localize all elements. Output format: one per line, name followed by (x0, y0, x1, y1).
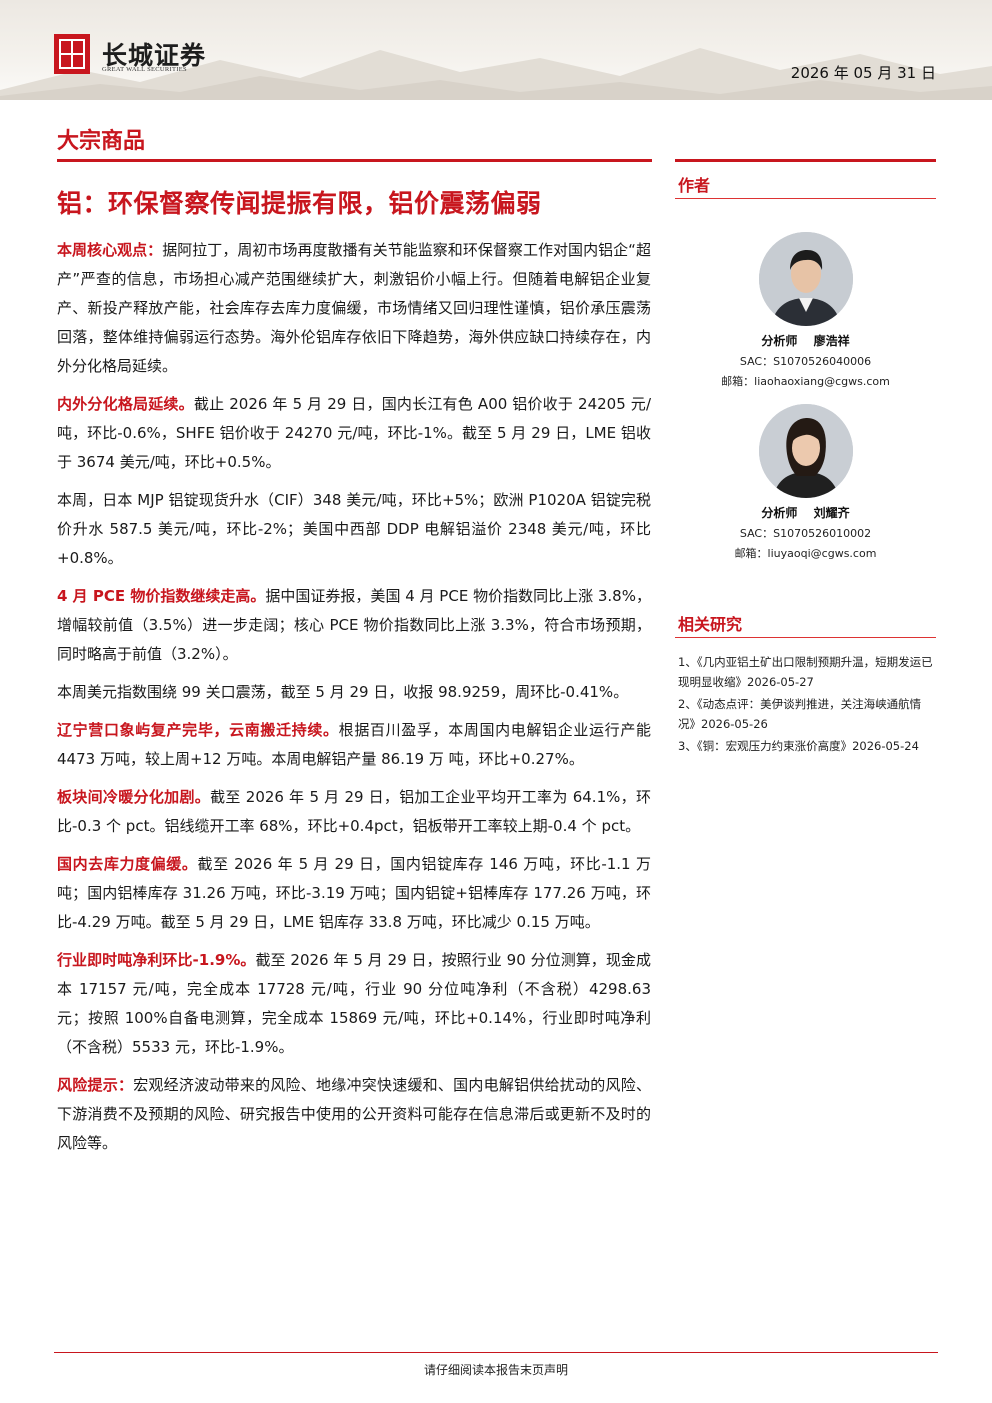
paragraph-lead: 本周核心观点： (57, 241, 163, 259)
report-body: 本周核心观点：据阿拉丁，周初市场再度散播有关节能监察和环保督察工作对国内铝企“超… (57, 236, 651, 1167)
female-avatar-icon (758, 404, 853, 498)
paragraph-text: 截至 2026 年 5 月 29 日，铝加工企业平均开工率为 64.1%，环比-… (57, 788, 651, 835)
related-heading: 相关研究 (678, 615, 743, 634)
related-item[interactable]: 1、《几内亚铝土矿出口限制预期升温，短期发运已现明显收缩》2026-05-27 (678, 655, 933, 689)
paragraph-text: 据中国证券报，美国 4 月 PCE 物价指数同比上涨 3.8%，增幅较前值（3.… (57, 587, 651, 663)
body-paragraph: 内外分化格局延续。截止 2026 年 5 月 29 日，国内长江有色 A00 铝… (57, 390, 651, 477)
authors-divider (675, 198, 936, 199)
footer-disclaimer: 请仔细阅读本报告末页声明 (423, 1363, 568, 1377)
logo-text-cn: 长城证券 (102, 41, 207, 70)
logo-text-en: GREAT WALL SECURITIES (102, 66, 187, 73)
sidebar-top-rule (675, 159, 936, 162)
sidebar: 作者 分析师 廖浩祥 SAC：S1070526040006 邮箱：liaohao… (675, 159, 936, 758)
author-card: 分析师 刘耀齐 SAC：S1070526010002 邮箱：liuyaoqi@c… (675, 404, 936, 561)
body-paragraph: 4 月 PCE 物价指数继续走高。据中国证券报，美国 4 月 PCE 物价指数同… (57, 582, 651, 669)
related-list: 1、《几内亚铝土矿出口限制预期升温，短期发运已现明显收缩》2026-05-27 … (678, 652, 936, 756)
body-paragraph: 本周核心观点：据阿拉丁，周初市场再度散播有关节能监察和环保督察工作对国内铝企“超… (57, 236, 651, 381)
paragraph-text: 据阿拉丁，周初市场再度散播有关节能监察和环保督察工作对国内铝企“超产”严查的信息… (57, 241, 651, 375)
author-name-row: 分析师 廖浩祥 (675, 332, 936, 349)
body-paragraph: 板块间冷暖分化加剧。截至 2026 年 5 月 29 日，铝加工企业平均开工率为… (57, 783, 651, 841)
report-title: 铝：环保督察传闻提振有限，铝价震荡偏弱 (57, 189, 542, 218)
paragraph-text: 宏观经济波动带来的风险、地缘冲突快速缓和、国内电解铝供给扰动的风险、下游消费不及… (57, 1076, 651, 1152)
related-item[interactable]: 2、《动态点评：美伊谈判推进，关注海峡通航情况》2026-05-26 (678, 697, 922, 731)
paragraph-text: 本周美元指数围绕 99 关口震荡，截至 5 月 29 日，收报 98.9259，… (57, 683, 629, 701)
body-paragraph: 本周美元指数围绕 99 关口震荡，截至 5 月 29 日，收报 98.9259，… (57, 678, 651, 707)
paragraph-lead: 国内去库力度偏缓。 (57, 855, 198, 873)
logo-mark-icon (54, 34, 90, 74)
paragraph-text: 截至 2026 年 5 月 29 日，按照行业 90 分位测算，现金成本 171… (57, 951, 651, 1056)
paragraph-lead: 风险提示： (57, 1076, 134, 1094)
paragraph-text: 截至 2026 年 5 月 29 日，国内铝锭库存 146 万吨，环比-1.1 … (57, 855, 651, 931)
company-logo: 长城证券 GREAT WALL SECURITIES (54, 34, 234, 78)
report-date: 2026 年 05 月 31 日 (790, 64, 936, 82)
authors-heading: 作者 (678, 176, 711, 195)
header-banner: 长城证券 GREAT WALL SECURITIES 2026 年 05 月 3… (0, 0, 992, 100)
section-divider (57, 159, 652, 162)
male-avatar-icon (758, 232, 853, 326)
avatar (758, 232, 853, 326)
body-paragraph: 行业即时吨净利环比-1.9%。截至 2026 年 5 月 29 日，按照行业 9… (57, 946, 651, 1062)
author-role: 分析师 (761, 506, 798, 520)
mountain-backdrop (0, 48, 992, 100)
body-paragraph: 本周，日本 MJP 铝锭现货升水（CIF）348 美元/吨，环比+5%；欧洲 P… (57, 486, 651, 573)
avatar (758, 404, 853, 498)
author-role: 分析师 (761, 334, 798, 348)
related-research: 相关研究 1、《几内亚铝土矿出口限制预期升温，短期发运已现明显收缩》2026-0… (675, 611, 936, 756)
author-name: 刘耀齐 (813, 506, 850, 520)
author-name: 廖浩祥 (813, 334, 850, 348)
footer-divider (54, 1352, 938, 1353)
paragraph-lead: 板块间冷暖分化加剧。 (57, 788, 211, 806)
paragraph-text: 本周，日本 MJP 铝锭现货升水（CIF）348 美元/吨，环比+5%；欧洲 P… (57, 491, 651, 567)
paragraph-lead: 内外分化格局延续。 (57, 395, 194, 413)
author-name-row: 分析师 刘耀齐 (675, 504, 936, 521)
author-email: 邮箱：liuyaoqi@cgws.com (734, 547, 877, 560)
author-email: 邮箱：liaohaoxiang@cgws.com (721, 375, 890, 388)
paragraph-text: 根据百川盈孚，本周国内电解铝企业运行产能 4473 万吨，较上周+12 万吨。本… (57, 721, 651, 768)
related-divider (675, 637, 936, 638)
paragraph-lead: 4 月 PCE 物价指数继续走高。 (57, 587, 266, 605)
related-item[interactable]: 3、《铜：宏观压力约束涨价高度》2026-05-24 (678, 739, 919, 753)
body-paragraph: 风险提示：宏观经济波动带来的风险、地缘冲突快速缓和、国内电解铝供给扰动的风险、下… (57, 1071, 651, 1158)
author-card: 分析师 廖浩祥 SAC：S1070526040006 邮箱：liaohaoxia… (675, 232, 936, 389)
body-paragraph: 辽宁营口象屿复产完毕，云南搬迁持续。根据百川盈孚，本周国内电解铝企业运行产能 4… (57, 716, 651, 774)
section-tag: 大宗商品 (57, 129, 146, 154)
body-paragraph: 国内去库力度偏缓。截至 2026 年 5 月 29 日，国内铝锭库存 146 万… (57, 850, 651, 937)
paragraph-lead: 辽宁营口象屿复产完毕，云南搬迁持续。 (57, 721, 339, 739)
paragraph-lead: 行业即时吨净利环比-1.9%。 (57, 951, 256, 969)
paragraph-text: 截止 2026 年 5 月 29 日，国内长江有色 A00 铝价收于 24205… (57, 395, 651, 471)
author-sac: SAC：S1070526010002 (739, 527, 872, 540)
author-sac: SAC：S1070526040006 (739, 355, 872, 368)
